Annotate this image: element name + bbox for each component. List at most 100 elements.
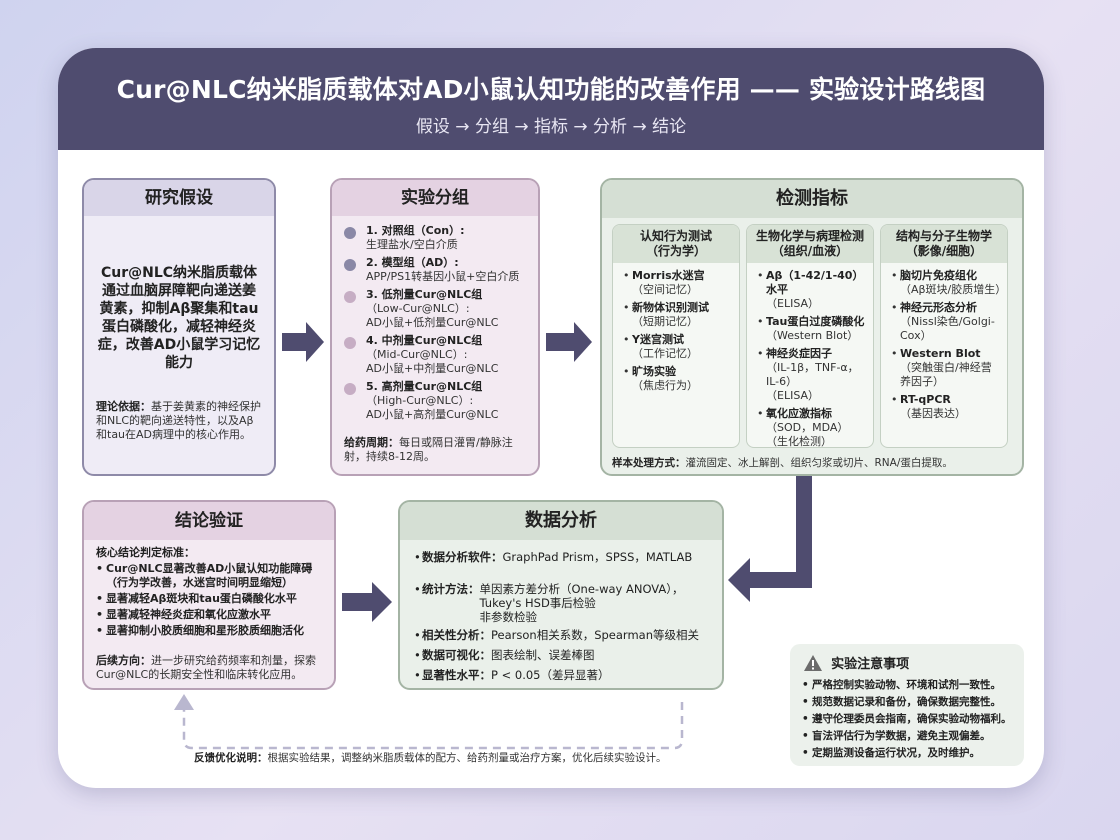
analysis-row: •数据分析软件：GraphPad Prism，SPSS，MATLAB (414, 550, 714, 564)
analysis-title: 数据分析 (400, 502, 722, 540)
criteria-label: 核心结论判定标准： (96, 546, 195, 559)
bullet: • (414, 550, 421, 564)
analysis-row: •数据可视化：图表绘制、误差棒图 (414, 648, 714, 662)
indicator-item-name: 氧化应激指标 (766, 407, 832, 420)
feedback-loop-arrow (174, 694, 684, 750)
indicator-item: 脑切片免疫组化（Aβ斑块/胶质增生） (891, 269, 1007, 297)
conclusion-item: 显著抑制小胶质细胞和星形胶质细胞活化 (96, 624, 326, 638)
hypothesis-text: Cur@NLC纳米脂质载体通过血脑屏障靶向递送姜黄素，抑制Aβ聚集和tau蛋白磷… (97, 265, 261, 371)
group-desc: APP/PS1转基因小鼠+空白介质 (366, 270, 520, 283)
analysis-value: Pearson相关系数，Spearman等级相关 (491, 628, 699, 642)
conclusion-item: 显著减轻Aβ斑块和tau蛋白磷酸化水平 (96, 592, 326, 606)
indicator-item-method: （Aβ斑块/胶质增生） (900, 283, 1007, 296)
future-label: 后续方向： (96, 654, 151, 667)
group-name: 4. 中剂量Cur@NLC组 (366, 334, 483, 347)
notes-title: 实验注意事项 (831, 657, 910, 672)
analysis-label: 数据可视化： (422, 648, 491, 662)
sample-label: 样本处理方式： (612, 457, 686, 469)
group-item: 1. 对照组（Con）:生理盐水/空白介质 (344, 224, 538, 252)
header-banner: Cur@NLC纳米脂质载体对AD小鼠认知功能的改善作用 —— 实验设计路线图 假… (58, 48, 1044, 150)
indicator-item-name: 神经炎症因子 (766, 347, 832, 360)
indicator-item-method: （Nissl染色/Golgi-Cox） (900, 315, 995, 342)
hypothesis-title: 研究假设 (84, 180, 274, 216)
arrow-indicators-to-analysis (728, 476, 812, 602)
groups-box: 实验分组 1. 对照组（Con）:生理盐水/空白介质 2. 模型组（AD）:APP… (330, 178, 540, 476)
flowchart-card: Cur@NLC纳米脂质载体对AD小鼠认知功能的改善作用 —— 实验设计路线图 假… (58, 48, 1044, 788)
indicator-item-name: 神经元形态分析 (900, 301, 977, 314)
arrow-groups-to-indicators (546, 322, 592, 362)
indicator-item-method: （基因表达） (900, 407, 966, 420)
indicator-column: 结构与分子生物学 （影像/细胞）脑切片免疫组化（Aβ斑块/胶质增生）神经元形态分… (880, 224, 1008, 448)
group-dot-icon (344, 291, 356, 303)
feedback-text: 根据实验结果，调整纳米脂质载体的配方、给药剂量或治疗方案，优化后续实验设计。 (267, 752, 667, 764)
analysis-value: GraphPad Prism，SPSS，MATLAB (502, 550, 693, 564)
analysis-label: 数据分析软件： (422, 550, 503, 564)
basis-label: 理论依据： (96, 400, 151, 413)
group-name: 2. 模型组（AD）: (366, 256, 459, 269)
analysis-box: 数据分析 •数据分析软件：GraphPad Prism，SPSS，MATLAB•… (398, 500, 724, 690)
indicator-item-name: Y迷宫测试 (632, 333, 684, 346)
indicator-column: 生物化学与病理检测 （组织/血液） Aβ（1-42/1-40）水平（ELISA） T… (746, 224, 874, 448)
indicator-item: 氧化应激指标（SOD，MDA） （生化检测） (757, 407, 867, 447)
group-dot-icon (344, 337, 356, 349)
note-item: 规范数据记录和备份，确保数据完整性。 (802, 695, 1020, 709)
page-title: Cur@NLC纳米脂质载体对AD小鼠认知功能的改善作用 —— 实验设计路线图 (116, 75, 986, 104)
page-subtitle: 假设 → 分组 → 指标 → 分析 → 结论 (415, 117, 687, 137)
indicator-item-method: （工作记忆） (632, 347, 698, 360)
arrow-hypothesis-to-groups (282, 322, 324, 362)
arrow-analysis-to-conclusion (342, 582, 392, 622)
indicator-item-name: Aβ（1-42/1-40）水平 (766, 269, 864, 296)
indicator-item-name: 脑切片免疫组化 (900, 269, 977, 282)
indicator-item-method: （空间记忆） (632, 283, 698, 296)
indicator-column: 认知行为测试 （行为学） Morris水迷宫（空间记忆） 新物体识别测试（短期记忆）… (612, 224, 740, 448)
notes-header: 实验注意事项 (804, 652, 909, 672)
note-item: 严格控制实验动物、环境和试剂一致性。 (802, 678, 1020, 692)
conclusion-list: Cur@NLC显著改善AD小鼠认知功能障碍（行为学改善，水迷宫时间明显缩短）显著… (96, 562, 326, 640)
indicator-item: Y迷宫测试（工作记忆） (623, 333, 733, 361)
group-desc: （High-Cur@NLC）: AD小鼠+高剂量Cur@NLC (366, 394, 499, 421)
indicator-item-name: 新物体识别测试 (632, 301, 709, 314)
indicator-item-name: Tau蛋白过度磷酸化 (766, 315, 865, 328)
indicator-item: Morris水迷宫（空间记忆） (623, 269, 733, 297)
indicator-item-method: （焦虑行为） (632, 379, 698, 392)
group-dot-icon (344, 259, 356, 271)
analysis-value: 图表绘制、误差棒图 (491, 648, 595, 662)
feedback-note: 反馈优化说明：根据实验结果，调整纳米脂质载体的配方、给药剂量或治疗方案，优化后续… (194, 750, 667, 765)
hypothesis-box: 研究假设 Cur@NLC纳米脂质载体通过血脑屏障靶向递送姜黄素，抑制Aβ聚集和t… (82, 178, 276, 476)
bullet: • (414, 628, 421, 642)
analysis-value: P < 0.05（差异显著） (491, 668, 610, 682)
analysis-row: •显著性水平：P < 0.05（差异显著） (414, 668, 714, 682)
note-item: 定期监测设备运行状况，及时维护。 (802, 746, 1020, 760)
indicator-column-title: 生物化学与病理检测 （组织/血液） (747, 225, 873, 263)
bullet: • (414, 582, 421, 596)
groups-period: 给药周期：每日或隔日灌胃/静脉注射，持续8-12周。 (344, 436, 530, 464)
indicators-box: 检测指标 认知行为测试 （行为学）Morris水迷宫（空间记忆）新物体识别测试（… (600, 178, 1024, 476)
indicator-item-method: （ELISA） (766, 297, 820, 310)
group-desc: 生理盐水/空白介质 (366, 238, 458, 251)
group-name: 5. 高剂量Cur@NLC组 (366, 380, 483, 393)
notes-list: 严格控制实验动物、环境和试剂一致性。规范数据记录和备份，确保数据完整性。遵守伦理… (802, 678, 1020, 763)
indicator-item-name: 旷场实验 (632, 365, 676, 378)
indicator-item-method: （短期记忆） (632, 315, 698, 328)
indicator-item-method: （突触蛋白/神经营养因子） (900, 361, 992, 388)
indicator-column-title: 认知行为测试 （行为学） (613, 225, 739, 263)
groups-title: 实验分组 (332, 180, 538, 216)
bullet: • (414, 648, 421, 662)
group-desc: （Mid-Cur@NLC）: AD小鼠+中剂量Cur@NLC (366, 348, 499, 375)
analysis-label: 统计方法： (422, 582, 480, 596)
period-text: 每日或隔日灌胃/静脉注射，持续8-12周。 (344, 436, 513, 463)
future-direction: 后续方向：进一步研究给药频率和剂量，探索Cur@NLC的长期安全性和临床转化应用… (96, 654, 326, 682)
sample-processing: 样本处理方式：灌流固定、冰上解剖、组织匀浆或切片、RNA/蛋白提取。 (612, 456, 1016, 470)
group-dot-icon (344, 383, 356, 395)
indicator-item-name: Western Blot (900, 347, 981, 360)
indicator-item-name: Morris水迷宫 (632, 269, 705, 282)
analysis-row: •统计方法：单因素方差分析（One-way ANOVA）， Tukey's HS… (414, 582, 714, 624)
indicator-item: 新物体识别测试（短期记忆） (623, 301, 733, 329)
feedback-label: 反馈优化说明： (194, 752, 268, 764)
group-dot-icon (344, 227, 356, 239)
group-item: 2. 模型组（AD）:APP/PS1转基因小鼠+空白介质 (344, 256, 538, 284)
future-text: 进一步研究给药频率和剂量，探索Cur@NLC的长期安全性和临床转化应用。 (96, 654, 316, 681)
indicator-item-method: （IL-1β，TNF-α，IL-6） （ELISA） (766, 361, 859, 402)
indicator-item: RT-qPCR（基因表达） (891, 393, 1001, 421)
group-item: 4. 中剂量Cur@NLC组（Mid-Cur@NLC）: AD小鼠+中剂量Cur… (344, 334, 538, 376)
